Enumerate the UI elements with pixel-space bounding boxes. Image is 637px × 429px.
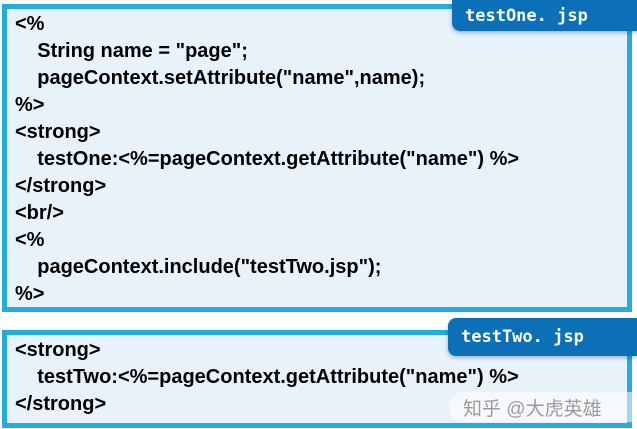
file-tab-testtwo-label: testTwo. jsp <box>461 327 584 347</box>
file-tab-testone-label: testOne. jsp <box>465 5 588 26</box>
code-block-testone: <% String name = "page"; pageContext.set… <box>15 13 520 305</box>
file-tab-testone: testOne. jsp <box>452 0 637 31</box>
watermark: 知乎 @大虎英雄 <box>449 392 637 422</box>
watermark-text: 知乎 @大虎英雄 <box>463 398 602 420</box>
code-panel-testone: <% String name = "page"; pageContext.set… <box>2 4 632 312</box>
code-block-testtwo: <strong> testTwo:<%=pageContext.getAttri… <box>15 339 519 415</box>
file-tab-testtwo: testTwo. jsp <box>448 318 637 356</box>
